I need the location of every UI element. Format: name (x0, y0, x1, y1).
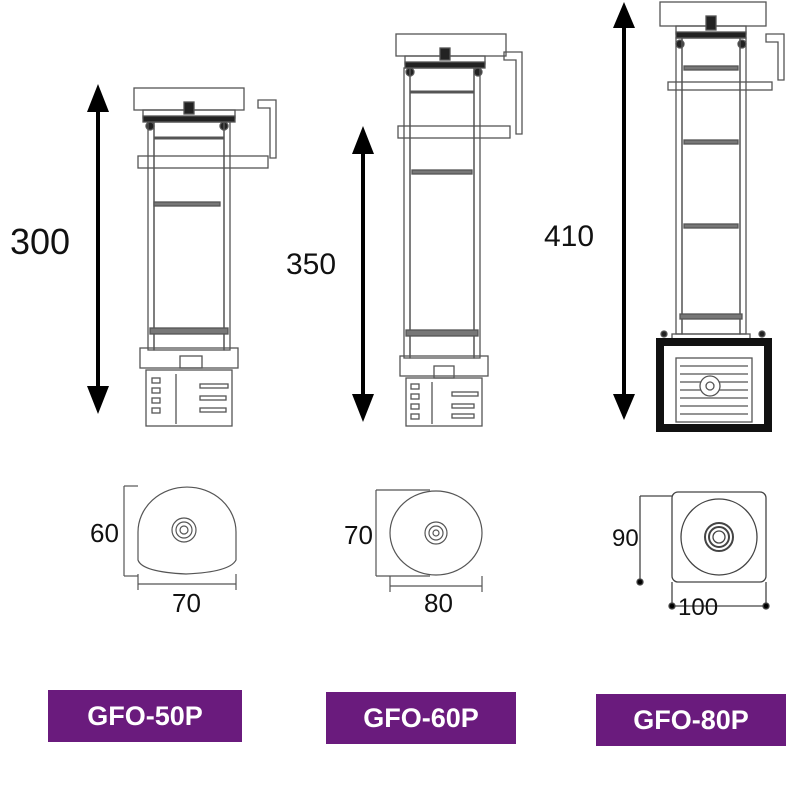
gfo-60p-model-tag: GFO-60P (326, 692, 516, 744)
gfo-60p-side-drawing (395, 33, 523, 427)
gfo-50p-height-label: 300 (10, 221, 71, 262)
gfo-50p-model-tag: GFO-50P (48, 690, 242, 742)
gfo-60p-height-label: 350 (286, 248, 337, 281)
gfo-80p-model-tag: GFO-80P (596, 694, 786, 746)
gfo-80p-side-drawing (656, 1, 785, 432)
gfo-50p-height-arrow (87, 84, 109, 414)
gfo-80p-height-arrow (613, 2, 635, 420)
gfo-60p-base-outline (375, 489, 483, 592)
gfo-60p-base-depth-label: 70 (344, 520, 373, 550)
gfo-60p-base-width-label: 80 (424, 588, 453, 618)
gfo-80p-height-label: 410 (544, 220, 595, 253)
gfo-80p-base-width-label: 100 (678, 594, 719, 621)
gfo-60p-height-arrow (352, 126, 374, 422)
gfo-50p-side-drawing (133, 87, 277, 427)
gfo-80p-base-outline (636, 491, 770, 610)
gfo-50p-base-outline (123, 485, 237, 590)
gfo-80p-base-depth-label: 90 (612, 525, 639, 552)
gfo-50p-base-depth-label: 60 (90, 518, 119, 548)
gfo-50p-base-width-label: 70 (172, 588, 201, 618)
